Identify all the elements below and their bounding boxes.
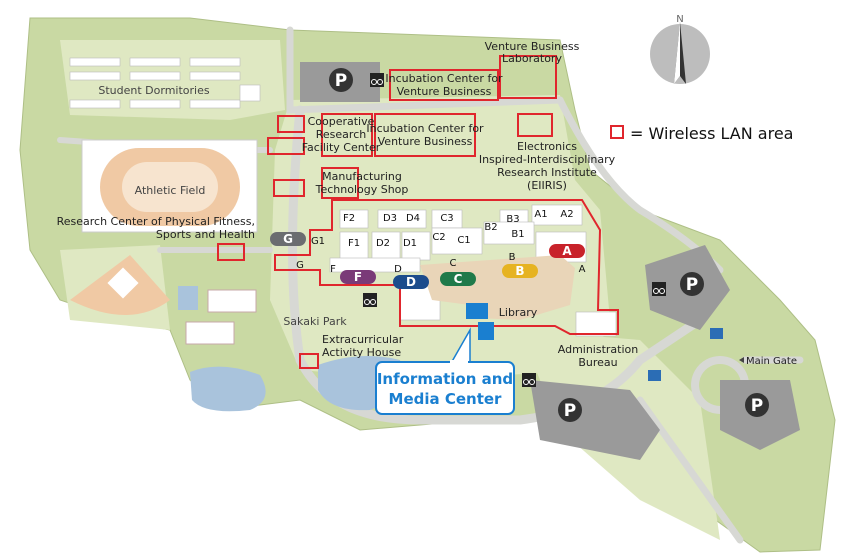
athletic-infield (122, 162, 218, 212)
pool (178, 286, 198, 310)
bus-stop-icon (710, 328, 723, 339)
label-student-dormitories: Student Dormitories (98, 84, 209, 97)
central-buildings (329, 204, 617, 337)
svg-text:B1: B1 (511, 229, 524, 240)
label-cooperative-2: Research (316, 128, 366, 141)
label-research-fitness-1: Research Center of Physical Fitness, (57, 215, 255, 228)
label-cooperative-3: Facility Center (302, 141, 381, 154)
svg-text:D3: D3 (383, 213, 397, 224)
legend-wlan-swatch (610, 125, 624, 139)
building-codes: F2 D3 D4 C3 B3 A1 A2 G1 F1 D2 D1 C2 C1 B… (296, 209, 585, 275)
svg-text:D: D (394, 264, 402, 275)
svg-text:P: P (335, 71, 347, 91)
label-extracurricular-1: Extracurricular (322, 333, 404, 346)
label-eiiris-3: Research Institute (497, 166, 597, 179)
svg-text:C: C (450, 258, 457, 269)
label-main-gate: Main Gate (746, 356, 797, 367)
main-gate-arrow-icon (739, 357, 744, 363)
dormitory-buildings (69, 57, 261, 109)
info-callout-line1: Information and (377, 370, 513, 388)
svg-text:C1: C1 (457, 235, 470, 246)
north-arrow: N (650, 14, 710, 84)
zone-markers: G F D C B A (270, 232, 585, 289)
svg-text:G: G (283, 232, 293, 246)
svg-text:P: P (564, 401, 576, 421)
svg-text:C: C (454, 272, 463, 286)
label-eiiris-2: Inspired-Interdisciplinary (479, 153, 616, 166)
label-incubation-top-2: Venture Business (397, 85, 492, 98)
svg-text:F1: F1 (348, 238, 360, 249)
zone-b (502, 264, 538, 278)
label-venture-2: Laboratory (502, 52, 562, 65)
label-research-fitness-2: Sports and Health (156, 228, 255, 241)
label-eiiris-4: (EIIRIS) (527, 179, 567, 192)
svg-text:F2: F2 (343, 213, 355, 224)
wlan-areas (217, 55, 619, 369)
label-venture-1: Venture Business (485, 40, 580, 53)
label-admin-1: Administration (558, 343, 639, 356)
pond-west (190, 366, 266, 412)
zone-f (340, 270, 376, 284)
label-admin-2: Bureau (578, 356, 617, 369)
label-incubation-mid-2: Venture Business (378, 135, 473, 148)
tennis-courts (185, 289, 257, 345)
info-callout-line2: Media Center (389, 390, 503, 408)
svg-text:B: B (515, 264, 524, 278)
label-sakaki-park: Sakaki Park (283, 315, 347, 328)
zone-c (440, 272, 476, 286)
svg-text:C3: C3 (440, 213, 453, 224)
info-callout-box (375, 361, 515, 415)
svg-text:B3: B3 (506, 214, 519, 225)
svg-text:A: A (562, 244, 572, 258)
svg-text:A2: A2 (560, 209, 573, 220)
svg-text:D2: D2 (376, 238, 390, 249)
info-media-building (466, 303, 488, 319)
svg-text:G: G (296, 260, 304, 271)
bus-stop-icon (648, 370, 661, 381)
svg-text:F: F (330, 264, 336, 275)
svg-text:A1: A1 (534, 209, 547, 220)
parking-lots (300, 62, 800, 460)
label-incubation-top-1: Incubation Center for (385, 72, 503, 85)
label-eiiris-1: Electronics (517, 140, 577, 153)
label-cooperative-1: Cooperative (308, 115, 375, 128)
svg-text:D1: D1 (403, 238, 417, 249)
svg-text:B2: B2 (484, 222, 497, 233)
parking-south (530, 380, 660, 460)
baseball-diamond (107, 267, 139, 299)
zone-d (393, 275, 429, 289)
svg-text:G1: G1 (311, 236, 325, 247)
svg-text:P: P (686, 275, 698, 295)
svg-text:D: D (406, 275, 416, 289)
svg-text:D4: D4 (406, 213, 420, 224)
zone-a (549, 244, 585, 258)
svg-text:A: A (579, 264, 586, 275)
svg-text:P: P (751, 396, 763, 416)
label-athletic-field: Athletic Field (135, 184, 206, 197)
svg-text:N: N (676, 14, 683, 25)
label-incubation-mid-1: Incubation Center for (366, 122, 484, 135)
svg-text:B: B (509, 252, 516, 263)
svg-text:F: F (354, 270, 362, 284)
label-manufacturing-1: Manufacturing (322, 170, 402, 183)
info-media-annex (478, 322, 494, 340)
label-library: Library (499, 306, 538, 319)
legend-wlan-text: = Wireless LAN area (630, 124, 793, 143)
label-extracurricular-2: Activity House (322, 346, 401, 359)
label-manufacturing-2: Technology Shop (315, 183, 409, 196)
zone-g (270, 232, 306, 246)
svg-text:C2: C2 (432, 232, 445, 243)
parking-markers: P P P P (329, 68, 769, 422)
bicycle-parking-icon (363, 73, 666, 387)
